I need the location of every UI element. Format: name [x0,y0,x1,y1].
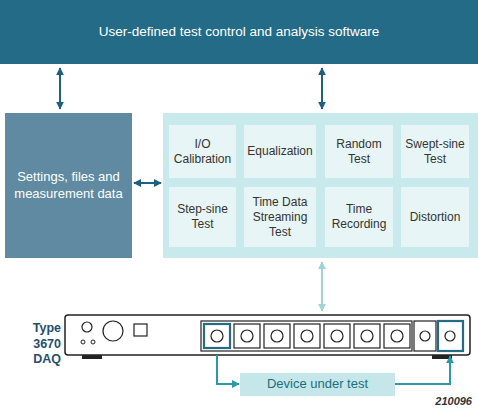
module-box: Random Test [325,125,393,178]
output-ports [414,321,463,351]
daq-led [81,340,85,344]
port-panel [201,321,412,351]
figure-number: 210096 [435,395,472,407]
connector-arrow [217,355,239,384]
connector-arrow [321,68,323,109]
connector-arrow [321,262,323,311]
module-group: I/O Calibration Equalization Random Test Sw… [163,113,478,258]
box-label: I/O Calibration [169,137,236,167]
module-box: Time Recording [325,187,393,247]
box-label: Random Test [325,137,393,167]
input-ports [204,324,410,348]
module-box: Step-sine Test [169,187,236,247]
daq-hardware: Type 3670 DAQ [65,315,470,355]
box-label: Device under test [264,376,371,392]
module-box: I/O Calibration [169,125,236,178]
box-label: Time Recording [325,202,393,232]
box-label: User-defined test control and analysis s… [96,24,383,41]
connector-arrow [395,356,450,384]
module-box: Swept-sine Test [401,125,469,178]
box-label: Settings, files and measurement data [5,169,132,202]
box-label: Distortion [407,210,464,225]
dut-box: Device under test [240,373,395,396]
box-label: Step-sine Test [169,202,236,232]
connector-arrow [134,182,161,184]
daq-body [65,315,470,355]
daq-foot [82,355,102,359]
box-label: Time Data Streaming Test [244,195,316,240]
device-label: Type 3670 DAQ [3,321,61,368]
data-store-box: Settings, files and measurement data [5,113,132,258]
daq-knob [103,321,123,341]
module-box: Equalization [244,125,316,178]
daq-button [134,324,147,336]
software-band: User-defined test control and analysis s… [0,0,478,64]
module-box: Distortion [401,187,469,247]
daq-knob [82,322,92,332]
daq-led [91,340,95,344]
module-box: Time Data Streaming Test [244,187,316,247]
daq-foot [432,355,452,359]
box-label: Equalization [244,144,315,159]
connector-arrow [59,68,61,109]
box-label: Swept-sine Test [401,137,469,167]
